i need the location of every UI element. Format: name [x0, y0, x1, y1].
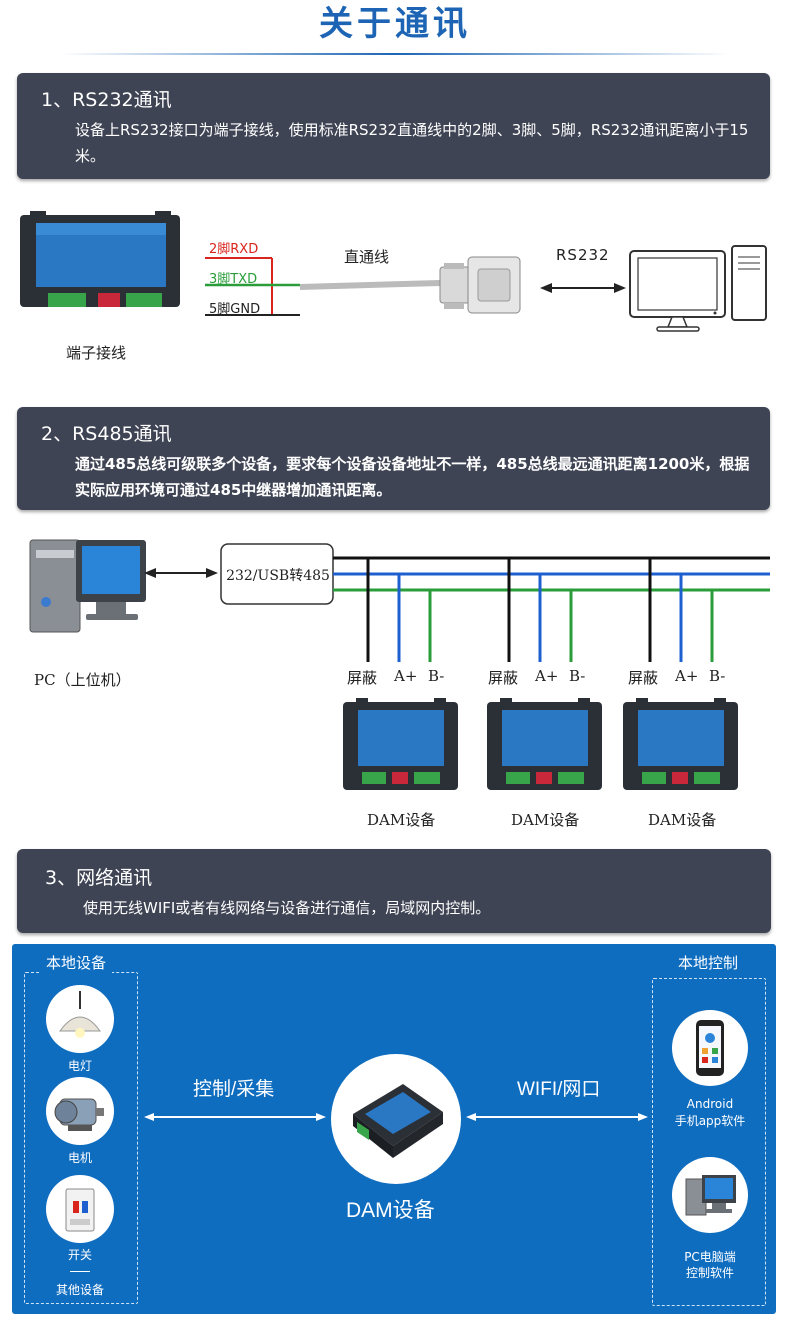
pin2-label: 2脚RXD — [209, 242, 259, 257]
right-item-line2: 控制软件 — [685, 1266, 734, 1280]
local-control-title: 本地控制 — [672, 952, 745, 973]
section-network-panel: 3、网络通讯 使用无线WIFI或者有线网络与设备进行通信，局域网内控制。 — [17, 849, 771, 933]
pin3-label: 3脚TXD — [209, 272, 258, 287]
left-item-label: 电机 — [67, 1151, 92, 1165]
wire-label-a: A+ — [535, 667, 559, 685]
wire-label-shield: 屏蔽 — [628, 669, 659, 687]
dam-device-image — [20, 211, 180, 307]
local-control-frame — [652, 978, 766, 1306]
section-heading: 1、RS232通讯 — [41, 89, 172, 111]
page-title: 关于通讯 — [319, 4, 471, 44]
converter-label: 232/USB转485 — [226, 568, 330, 584]
pc-tower-icon — [731, 245, 767, 321]
rs232-diagram — [20, 211, 767, 332]
section-body: 设备上RS232接口为端子接线，使用标准RS232直通线中的2脚、3脚、5脚，R… — [75, 121, 749, 165]
rs232-link-label: RS232 — [556, 246, 610, 264]
switch-icon — [46, 1175, 114, 1243]
dam-device-circle — [331, 1054, 461, 1184]
lamp-icon — [46, 985, 114, 1053]
rs485-diagram — [29, 539, 770, 790]
wire-label-shield: 屏蔽 — [488, 669, 519, 687]
db9-connector — [439, 256, 521, 314]
local-devices-title: 本地设备 — [40, 952, 113, 973]
phone-icon — [672, 1010, 748, 1086]
dam-device-2 — [487, 698, 602, 790]
dam-device-label: DAM设备 — [367, 811, 436, 829]
bus-drops — [366, 558, 714, 662]
dam-device-3 — [623, 698, 738, 790]
dam-device-label: DAM设备 — [511, 811, 580, 829]
pc-label: PC（上位机） — [34, 671, 131, 689]
left-item-label: 开关 — [67, 1248, 92, 1262]
cable-label: 直通线 — [344, 248, 390, 266]
monitor-icon — [629, 250, 726, 332]
wire-label-b: B- — [709, 667, 726, 685]
right-item-line2: 手机app软件 — [674, 1114, 746, 1128]
right-item-line1: Android — [686, 1097, 734, 1111]
section-rs232-panel: 1、RS232通讯 设备上RS232接口为端子接线，使用标准RS232直通线中的… — [17, 73, 770, 179]
section-body: 使用无线WIFI或者有线网络与设备进行通信，局域网内控制。 — [83, 899, 491, 917]
wire-label-b: B- — [569, 667, 586, 685]
wire-label-b: B- — [428, 667, 445, 685]
left-link-label: 控制/采集 — [193, 1079, 275, 1100]
right-item-line1: PC电脑端 — [684, 1250, 736, 1264]
divider — [70, 1271, 90, 1272]
left-item-label: 电灯 — [67, 1059, 92, 1073]
terminal-label: 端子接线 — [66, 344, 127, 362]
network-arrows — [144, 1113, 648, 1121]
wire-label-a: A+ — [675, 667, 699, 685]
center-device-label: DAM设备 — [346, 1199, 435, 1222]
section-body: 通过485总线可级联多个设备，要求每个设备设备地址不一样，485总线最远通讯距离… — [75, 455, 750, 499]
section-heading: 2、RS485通讯 — [41, 423, 172, 445]
dam-device-1 — [343, 698, 458, 790]
wire-label-shield: 屏蔽 — [347, 669, 378, 687]
pc-icon — [672, 1157, 748, 1233]
other-devices-label: 其他设备 — [55, 1283, 104, 1297]
pin5-label: 5脚GND — [209, 302, 261, 317]
dam-device-label: DAM设备 — [648, 811, 717, 829]
pc-icon — [29, 539, 146, 633]
section-heading: 3、网络通讯 — [45, 867, 153, 889]
motor-icon — [46, 1077, 114, 1145]
section-rs485-panel: 2、RS485通讯 通过485总线可级联多个设备，要求每个设备设备地址不一样，4… — [17, 407, 770, 510]
wire-label-a: A+ — [394, 667, 418, 685]
right-link-label: WIFI/网口 — [517, 1079, 601, 1100]
title-underline — [60, 53, 730, 55]
